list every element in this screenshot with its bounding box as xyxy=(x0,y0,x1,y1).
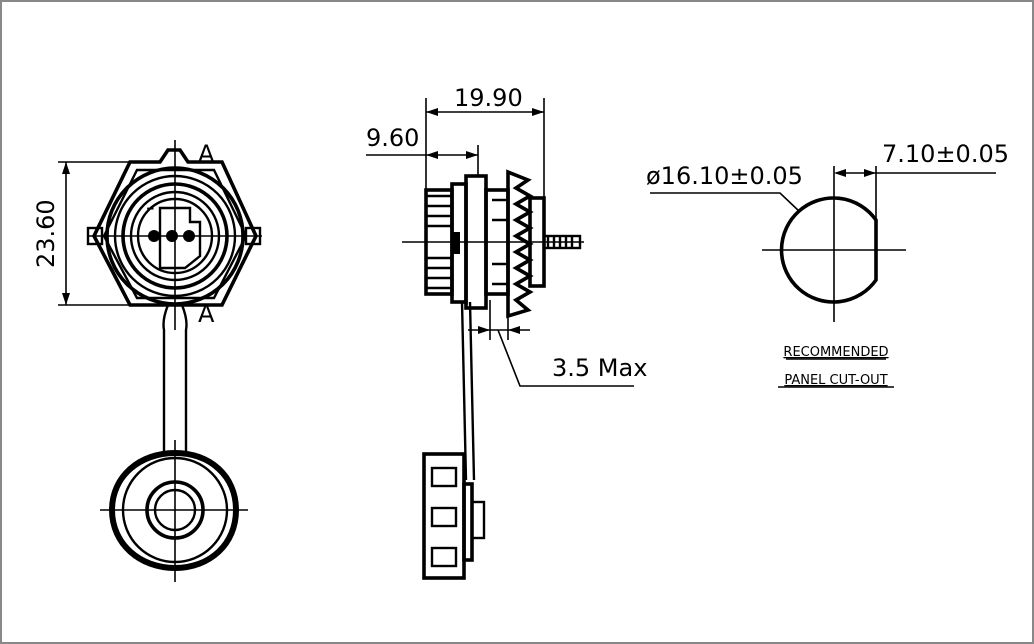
section-marker-bottom: A xyxy=(198,300,215,328)
panel-cutout: ø16.10±0.05 7.10±0.05 RECOMMENDED PANEL … xyxy=(646,140,1009,388)
side-view: 19.90 9.60 3.5 Max xyxy=(366,84,647,580)
pin-marker: - xyxy=(146,193,155,221)
overall-length-dimension: 19.90 xyxy=(454,84,523,112)
cutout-flat-dimension: 7.10±0.05 xyxy=(882,140,1009,168)
front-view: A A - 23.60 xyxy=(32,140,262,452)
thread-length-dimension: 9.60 xyxy=(366,124,419,152)
dust-cap-front xyxy=(100,440,248,582)
panel-thickness-dimension: 3.5 Max xyxy=(552,354,647,382)
cutout-note-line2: PANEL CUT-OUT xyxy=(784,373,887,388)
front-height-dimension: 23.60 xyxy=(32,199,60,268)
cutout-note-line1: RECOMMENDED xyxy=(783,345,888,360)
section-marker-top: A xyxy=(198,140,215,168)
cutout-diameter-dimension: ø16.10±0.05 xyxy=(646,162,803,190)
